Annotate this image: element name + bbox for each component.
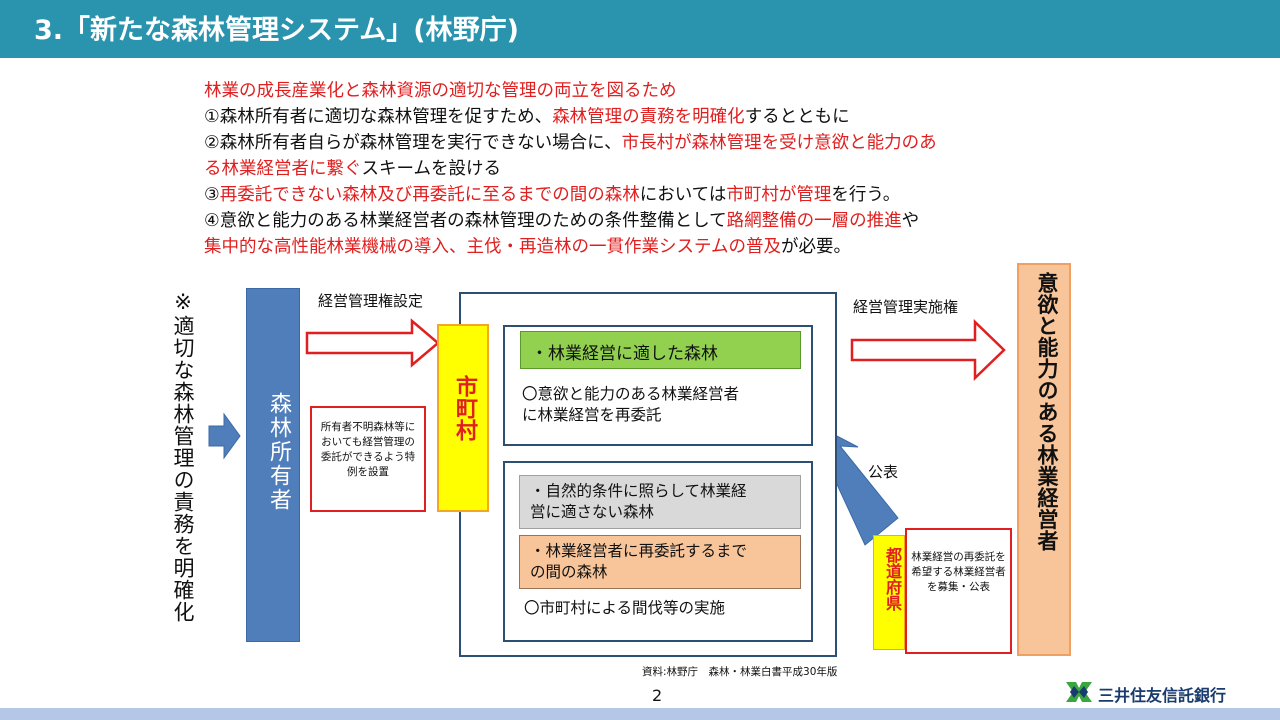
intro-line-4-b: スキームを設ける xyxy=(361,159,501,179)
intro-line-3-b: 市長村が森林管理を受け意欲と能力のあ xyxy=(621,133,937,153)
municipality-box xyxy=(437,324,489,512)
source-note: 資料:林野庁 森林・林業白書平成30年版 xyxy=(642,666,838,678)
intro-line-7-b: が必要。 xyxy=(780,237,851,257)
pending-line-1: ・林業経営者に再委託するまで xyxy=(530,542,748,560)
intro-line-5: ③再委託できない森林及び再委託に至るまでの間の森林においては市町村が管理を行う。 xyxy=(204,182,1104,208)
owner-bar xyxy=(246,288,300,642)
intro-line-1: 林業の成長産業化と森林資源の適切な管理の両立を図るため xyxy=(204,81,677,101)
unsuited-forest-desc: 〇市町村による間伐等の実施 xyxy=(524,599,726,617)
pending-forest-header: ・林業経営者に再委託するまで の間の森林 xyxy=(519,535,801,589)
operators-label: 意欲と能力のある林業経営者 xyxy=(1035,272,1059,552)
footer-bar xyxy=(0,708,1280,720)
mgmt-rights-arrow-icon xyxy=(305,318,440,368)
intro-line-5-e: を行う。 xyxy=(831,185,901,205)
intro-line-2: ①森林所有者に適切な森林管理を促すため、森林管理の責務を明確化するとともに xyxy=(204,104,1104,130)
intro-line-4: る林業経営者に繋ぐスキームを設ける xyxy=(204,156,1104,182)
intro-line-6-b: 路網整備の一層の推進 xyxy=(726,211,902,231)
page-number: 2 xyxy=(652,686,663,705)
intro-line-6-c: や xyxy=(901,211,920,231)
mgmt-rights-label: 経営管理権設定 xyxy=(318,292,424,310)
announce-label: 公表 xyxy=(868,463,899,481)
intro-line-2-b: 森林管理の責務を明確化 xyxy=(552,107,745,127)
recruit-box: 林業経営の再委託を希望する林業経営者を募集・公表 xyxy=(905,528,1012,654)
intro-line-5-c: においては xyxy=(639,185,727,205)
side-note-vertical: ※適切な森林管理の責務を明確化 xyxy=(171,290,195,623)
intro-line-3: ②森林所有者自らが森林管理を実行できない場合に、市長村が森林管理を受け意欲と能力… xyxy=(204,130,1104,156)
prefecture-label: 都道府県 xyxy=(883,547,902,611)
intro-line-6-a: ④意欲と能力のある林業経営者の森林管理のための条件整備として xyxy=(204,211,727,231)
intro-line-3-a: ②森林所有者自らが森林管理を実行できない場合に、 xyxy=(204,133,622,153)
intro-text: 林業の成長産業化と森林資源の適切な管理の両立を図るため ①森林所有者に適切な森林… xyxy=(204,78,1104,260)
operators-bar xyxy=(1017,263,1071,656)
prefecture-box xyxy=(873,535,905,650)
intro-line-2-a: ①森林所有者に適切な森林管理を促すため、 xyxy=(204,107,553,127)
special-provision-box: 所有者不明森林等においても経営管理の委託ができるよう特例を設置 xyxy=(310,406,426,512)
intro-line-5-b: 再委託できない森林及び再委託に至るまでの間の森林 xyxy=(219,185,640,205)
slide-title: 3.「新たな森林管理システム」(林野庁) xyxy=(34,15,519,46)
suited-desc-line-1: 〇意欲と能力のある林業経営者 xyxy=(522,385,740,403)
intro-line-7: 集中的な高性能林業機械の導入、主伐・再造林の一貫作業システムの普及が必要。 xyxy=(204,234,1104,260)
intro-line-4-a: る林業経営者に繋ぐ xyxy=(204,159,362,179)
intro-line-5-d: 市町村が管理 xyxy=(726,185,832,205)
owner-label: 森林所有者 xyxy=(266,392,291,512)
suited-desc-line-2: に林業経営を再委託 xyxy=(522,406,662,424)
intro-line-2-c: するとともに xyxy=(744,107,850,127)
side-arrow-icon xyxy=(208,412,241,460)
intro-line-5-a: ③ xyxy=(204,185,220,205)
pending-line-2: の間の森林 xyxy=(530,563,608,581)
municipality-label: 市町村 xyxy=(452,375,477,441)
unsuited-forest-header: ・自然的条件に照らして林業経 営に適さない森林 xyxy=(519,475,801,529)
intro-line-6: ④意欲と能力のある林業経営者の森林管理のための条件整備として路網整備の一層の推進… xyxy=(204,208,1104,234)
suited-forest-header: ・林業経営に適した森林 xyxy=(520,331,801,369)
header-bar xyxy=(0,0,1280,58)
unsuited-line-1: ・自然的条件に照らして林業経 xyxy=(530,482,747,500)
intro-line-7-a: 集中的な高性能林業機械の導入、主伐・再造林の一貫作業システムの普及 xyxy=(204,237,781,257)
exec-rights-label: 経営管理実施権 xyxy=(853,298,959,316)
suited-forest-desc: 〇意欲と能力のある林業経営者 に林業経営を再委託 xyxy=(522,384,739,426)
company-logo-icon xyxy=(1066,682,1092,702)
company-name: 三井住友信託銀行 xyxy=(1098,686,1227,705)
unsuited-line-2: 営に適さない森林 xyxy=(530,503,655,521)
exec-rights-arrow-icon xyxy=(850,319,1006,381)
